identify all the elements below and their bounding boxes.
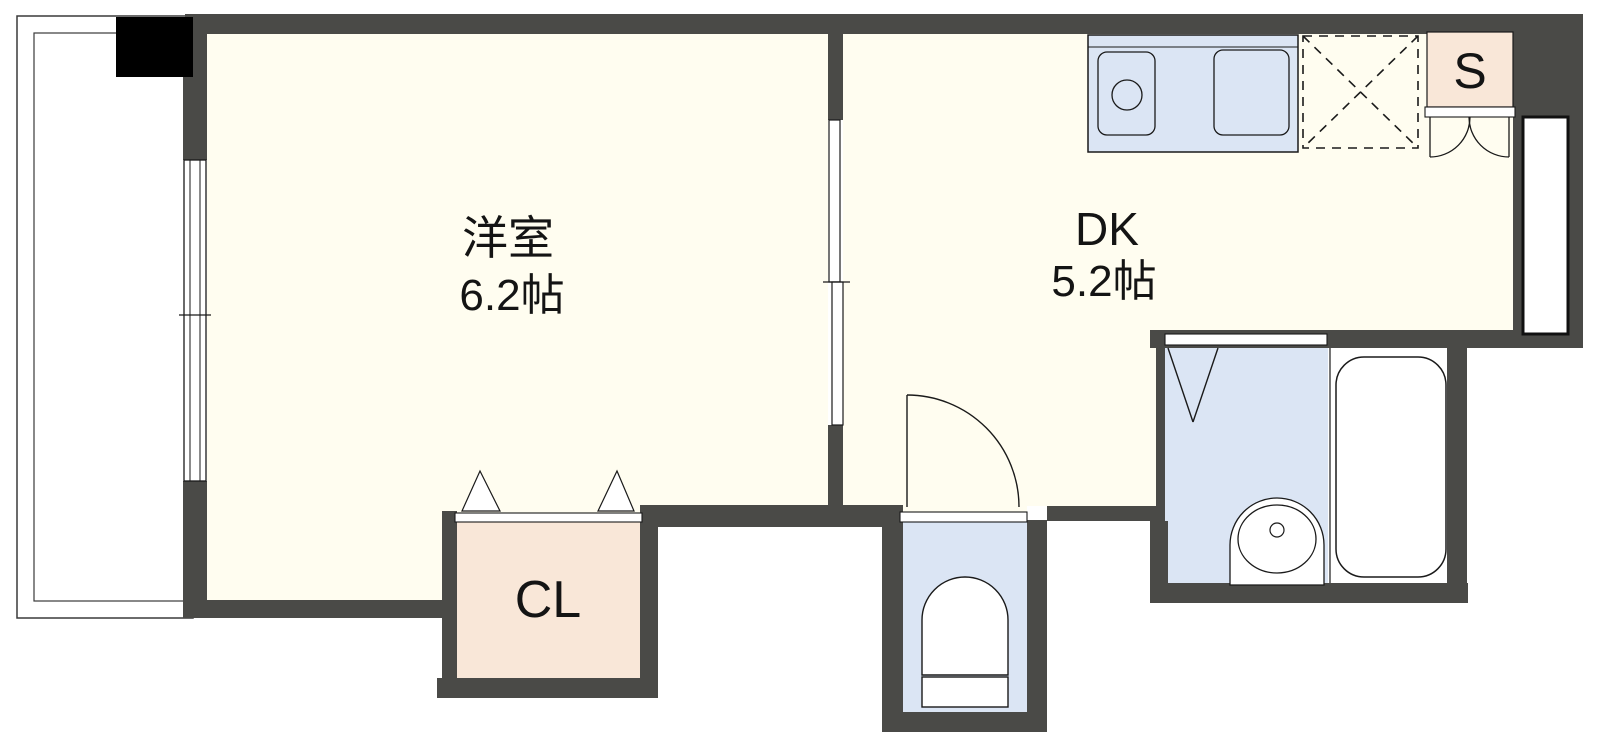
wall-closet-bottom — [437, 678, 658, 698]
wall-top-right-corner — [1513, 34, 1583, 117]
washroom-door-sill — [1164, 333, 1328, 346]
storage-fill — [1426, 31, 1514, 108]
wall-bottom-middle — [640, 505, 903, 527]
storage-label: S — [1453, 43, 1486, 99]
storage-door-sill — [1424, 106, 1516, 118]
dk-floor-lower — [843, 330, 1165, 506]
toilet-swing-door-icon — [906, 394, 1020, 508]
western-room-area: 6.2帖 — [459, 271, 564, 320]
wall-washroom-left-upper — [1156, 330, 1165, 521]
toilet-doorway-floor — [903, 505, 1027, 513]
wall-left-lower — [183, 481, 207, 618]
balcony-inner-rail — [33, 32, 194, 602]
wall-toilet-left — [882, 522, 903, 732]
dk-name: DK — [1075, 203, 1139, 255]
bathroom — [1164, 333, 1447, 586]
pillar — [116, 17, 193, 77]
toilet-tank-icon — [921, 676, 1009, 708]
washbasin-bowl-icon — [1237, 504, 1317, 574]
sliding-door-panel — [828, 119, 841, 283]
refrigerator-diagonal — [1302, 35, 1419, 149]
wall-partition-upper — [828, 34, 843, 120]
labels: 洋室 6.2帖 DK 5.2帖 CL S — [459, 43, 1486, 629]
wall-toilet-bottom — [882, 712, 1047, 732]
wall-washroom-left-lower — [1150, 521, 1168, 603]
wall-partition-lower — [828, 425, 843, 506]
bathtub-icon — [1335, 356, 1447, 578]
wall-right-window-jamb — [1513, 117, 1523, 337]
stove-icon — [1097, 51, 1156, 136]
western-room-floor-lower — [207, 506, 457, 600]
refrigerator-space-icon — [1302, 35, 1419, 149]
partition-sliding-door — [823, 119, 850, 426]
wall-closet-right — [640, 507, 658, 698]
wall-bathroom-bottom — [1150, 583, 1468, 603]
double-swing-door-icon — [1429, 116, 1510, 158]
wall-bottom-western — [183, 600, 457, 618]
wall-toilet-right — [1027, 520, 1047, 732]
toilet-room — [899, 394, 1028, 708]
dk-area: 5.2帖 — [1051, 257, 1156, 306]
toilet-door-sill — [899, 511, 1028, 523]
wall-bottom-dk — [1047, 506, 1165, 521]
window-frame — [183, 159, 207, 482]
wall-top — [185, 14, 1583, 34]
wall-bathroom-right — [1447, 348, 1467, 583]
closet — [454, 469, 643, 523]
wall-closet-left — [442, 511, 457, 698]
closet-label: CL — [515, 571, 581, 629]
closet-folding-door-icon — [461, 469, 635, 512]
sliding-door-panel — [831, 281, 844, 426]
stove-burner-icon — [1111, 79, 1143, 111]
toilet-bowl-icon — [921, 576, 1009, 676]
balcony — [16, 15, 194, 619]
closet-opening-floor — [457, 506, 640, 514]
western-room-floor — [207, 34, 828, 506]
western-room-name: 洋室 — [462, 212, 554, 264]
kitchen-sink-icon — [1213, 49, 1290, 136]
entrance-window — [1521, 115, 1570, 336]
washroom-folding-door-icon — [1167, 347, 1219, 423]
washbasin-drain-icon — [1269, 522, 1285, 538]
sliding-window-left — [179, 159, 211, 482]
kitchen-counter — [1087, 34, 1299, 153]
storage-box — [1424, 31, 1516, 158]
closet-door-sill — [454, 512, 643, 523]
kitchen — [1087, 34, 1299, 153]
walls — [183, 14, 1583, 732]
closet-floor — [457, 514, 640, 678]
